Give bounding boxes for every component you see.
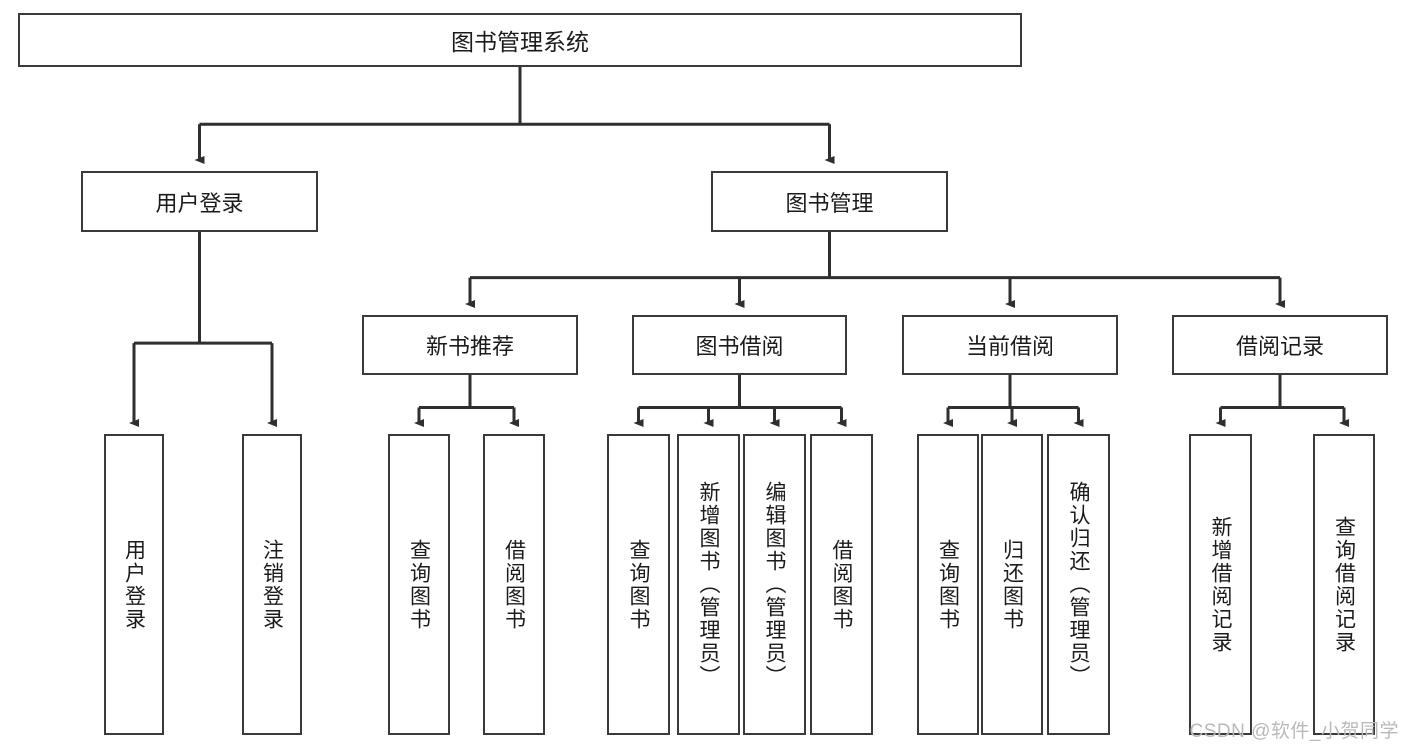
node-current-borrow[interactable]: 当前借阅 (902, 315, 1118, 375)
node-leaf-add-book-admin[interactable]: 新增图书（管理员） (677, 434, 740, 735)
node-root[interactable]: 图书管理系统 (18, 13, 1022, 67)
node-leaf-user-logout-label: 注销登录 (260, 538, 284, 631)
node-book-manage-label: 图书管理 (785, 190, 874, 216)
node-leaf-borrow-book-rec-label: 借阅图书 (502, 538, 526, 631)
node-root-label: 图书管理系统 (451, 29, 589, 55)
node-leaf-add-book-admin-label: 新增图书（管理员） (697, 481, 720, 688)
node-leaf-add-borrow-record-label: 新增借阅记录 (1209, 515, 1232, 654)
node-leaf-query-book-rec[interactable]: 查询图书 (388, 434, 450, 735)
node-leaf-edit-book-admin-label: 编辑图书（管理员） (763, 481, 786, 688)
node-book-borrow[interactable]: 图书借阅 (632, 315, 847, 375)
node-user-login[interactable]: 用户登录 (81, 171, 318, 232)
node-leaf-confirm-return-admin-label: 确认归还（管理员） (1067, 481, 1090, 688)
node-leaf-confirm-return-admin[interactable]: 确认归还（管理员） (1047, 434, 1110, 735)
node-leaf-query-borrow-record-label: 查询借阅记录 (1332, 515, 1356, 654)
node-leaf-user-login-label: 用户登录 (122, 538, 146, 631)
node-leaf-return-book[interactable]: 归还图书 (981, 434, 1043, 735)
node-new-book-rec-label: 新书推荐 (425, 334, 514, 359)
node-user-login-label: 用户登录 (155, 190, 244, 216)
node-leaf-user-logout[interactable]: 注销登录 (242, 434, 302, 735)
node-new-book-rec[interactable]: 新书推荐 (362, 315, 578, 375)
node-leaf-borrow-book-bb[interactable]: 借阅图书 (810, 434, 873, 735)
node-leaf-edit-book-admin[interactable]: 编辑图书（管理员） (743, 434, 806, 735)
node-borrow-record-label: 借阅记录 (1235, 334, 1324, 359)
node-book-manage[interactable]: 图书管理 (711, 171, 948, 232)
node-leaf-query-book-rec-label: 查询图书 (407, 538, 431, 631)
watermark: CSDN @软件_小贺同学 (1189, 721, 1399, 742)
node-leaf-query-book-bb-label: 查询图书 (627, 538, 650, 631)
node-current-borrow-label: 当前借阅 (965, 334, 1054, 359)
node-leaf-borrow-book-rec[interactable]: 借阅图书 (483, 434, 545, 735)
node-leaf-add-borrow-record[interactable]: 新增借阅记录 (1189, 434, 1252, 735)
node-leaf-user-login[interactable]: 用户登录 (104, 434, 164, 735)
node-leaf-query-borrow-record[interactable]: 查询借阅记录 (1313, 434, 1375, 735)
node-leaf-query-book-bb[interactable]: 查询图书 (607, 434, 670, 735)
node-leaf-return-book-label: 归还图书 (1000, 538, 1024, 631)
node-book-borrow-label: 图书借阅 (695, 334, 784, 359)
node-leaf-borrow-book-bb-label: 借阅图书 (830, 538, 853, 631)
node-leaf-query-book-cb-label: 查询图书 (936, 538, 960, 631)
node-borrow-record[interactable]: 借阅记录 (1172, 315, 1388, 375)
node-leaf-query-book-cb[interactable]: 查询图书 (917, 434, 979, 735)
